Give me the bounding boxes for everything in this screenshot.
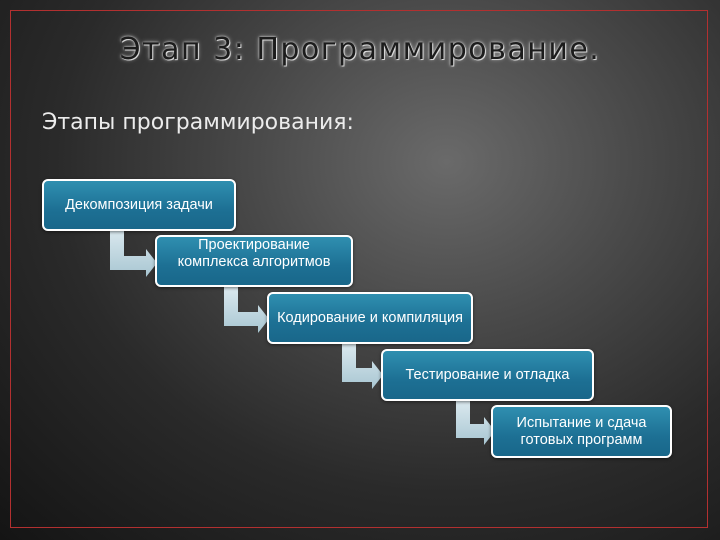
step-label: Испытание и сдача готовых программ bbox=[516, 414, 647, 448]
connector-arrow-4 bbox=[456, 401, 495, 445]
step-coding-compilation: Кодирование и компиляция bbox=[267, 292, 473, 344]
step-label: Декомпозиция задачи bbox=[65, 196, 213, 213]
step-label: Тестирование и отладка bbox=[405, 366, 570, 383]
slide-title: Этап 3: Программирование. bbox=[119, 32, 601, 67]
step-acceptance-delivery: Испытание и сдача готовых программ bbox=[491, 405, 672, 458]
step-decomposition: Декомпозиция задачи bbox=[42, 179, 236, 231]
slide-frame bbox=[10, 10, 708, 528]
connector-arrow-2 bbox=[224, 287, 269, 333]
step-algorithm-design: Проектирование комплекса алгоритмов bbox=[155, 235, 353, 287]
connector-arrow-1 bbox=[110, 229, 157, 277]
step-label: Проектирование комплекса алгоритмов bbox=[177, 237, 331, 270]
slide-subtitle: Этапы программирования: bbox=[42, 110, 354, 135]
connector-arrow-3 bbox=[342, 344, 383, 389]
step-label: Кодирование и компиляция bbox=[277, 309, 463, 326]
step-testing-debugging: Тестирование и отладка bbox=[381, 349, 594, 401]
